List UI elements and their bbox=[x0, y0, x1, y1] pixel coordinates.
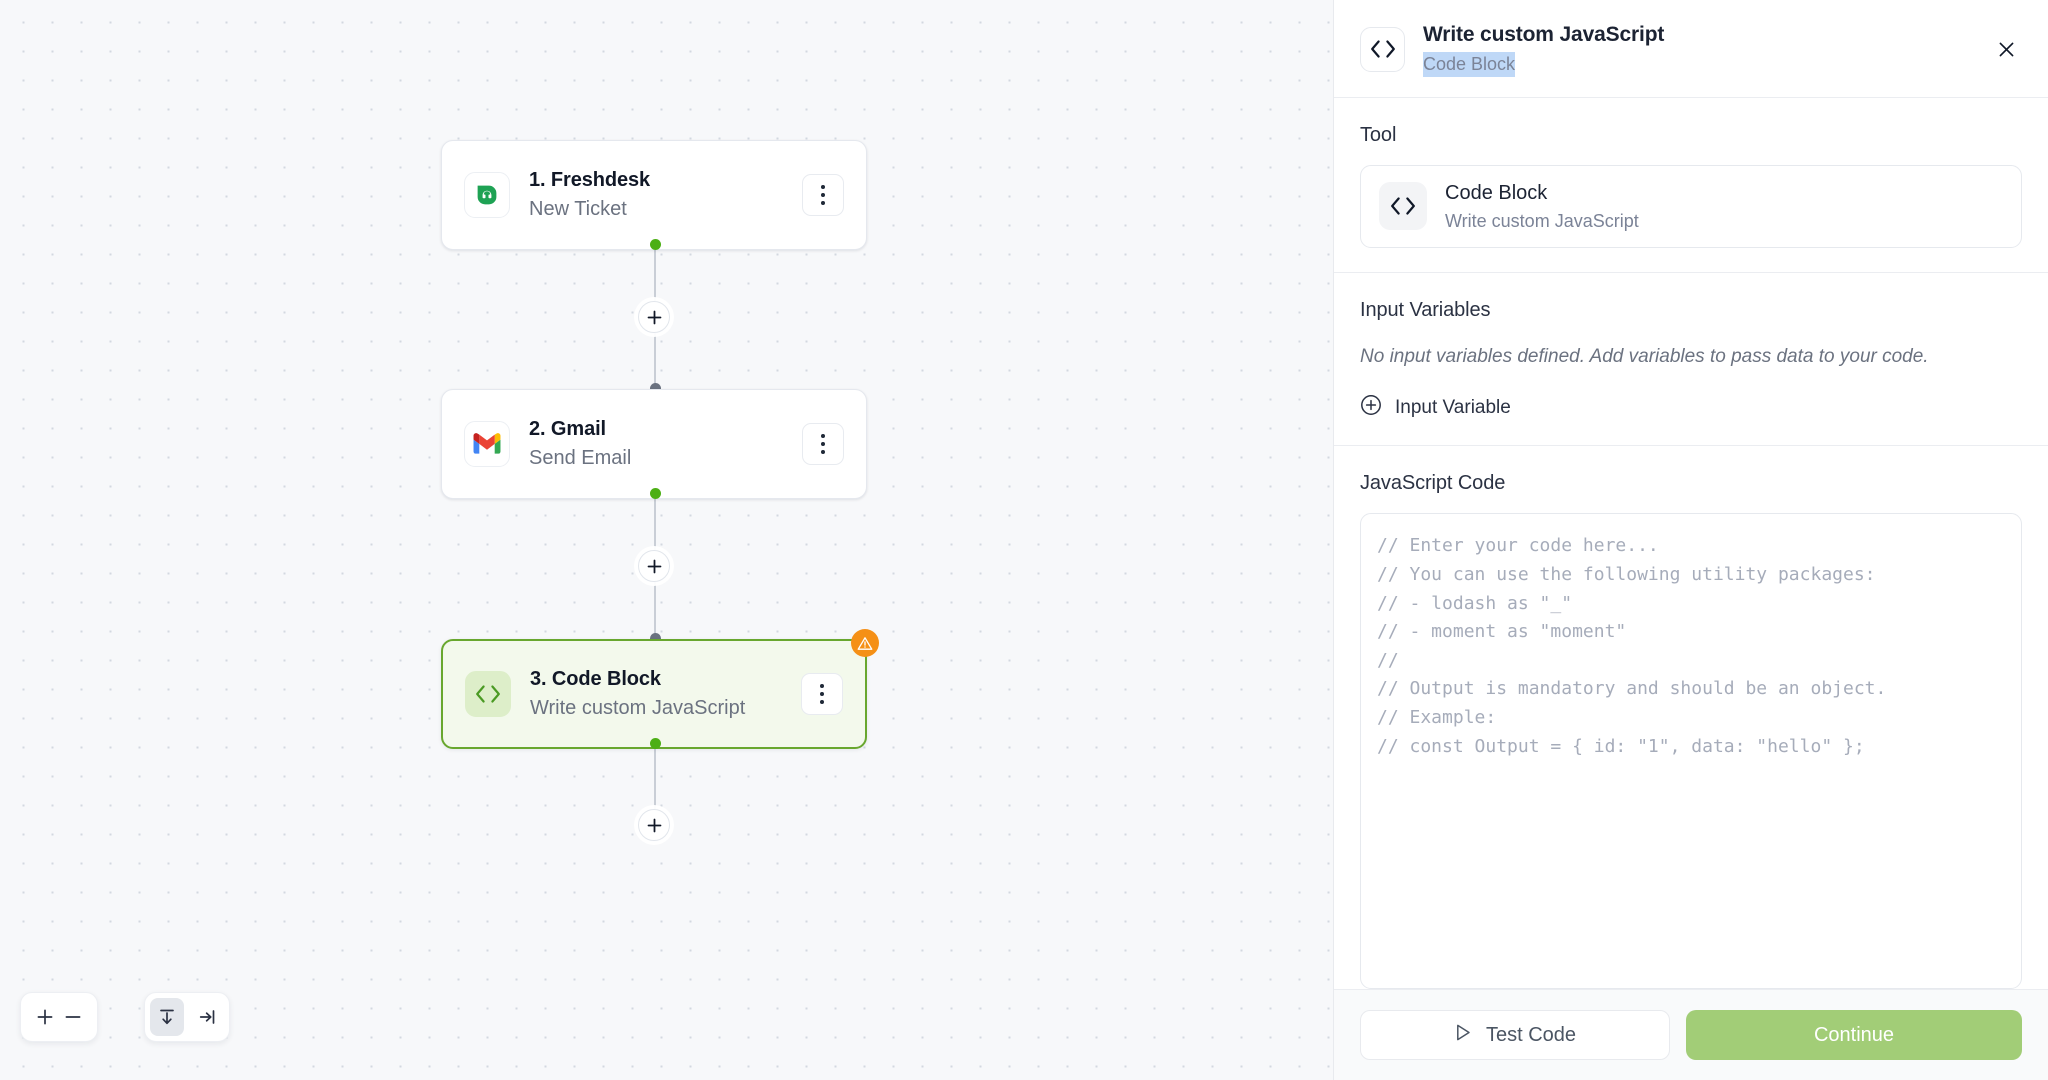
node-subtitle: Write custom JavaScript bbox=[530, 697, 746, 719]
add-step-button-1[interactable] bbox=[638, 301, 670, 333]
arrow-down-to-line-icon[interactable] bbox=[150, 998, 184, 1036]
zoom-in-button[interactable] bbox=[31, 998, 59, 1036]
warning-triangle-icon[interactable] bbox=[851, 629, 879, 657]
layout-toolbar bbox=[144, 992, 230, 1042]
tool-section: Tool Code Block Write custom JavaScript bbox=[1334, 98, 2048, 273]
input-variables-section: Input Variables No input variables defin… bbox=[1334, 273, 2048, 447]
node-title: 1. Freshdesk bbox=[529, 169, 651, 191]
node-config-panel: Write custom JavaScript Code Block Tool … bbox=[1333, 0, 2048, 1080]
connector-line-5 bbox=[654, 743, 656, 810]
kebab-menu-icon[interactable] bbox=[802, 174, 844, 216]
node-title: 3. Code Block bbox=[530, 668, 661, 690]
code-brackets-icon bbox=[1360, 26, 1405, 72]
kebab-menu-icon[interactable] bbox=[802, 423, 844, 465]
connector-line-2 bbox=[654, 333, 656, 389]
node-text-block: 3. Code Block Write custom JavaScript bbox=[530, 667, 801, 721]
tool-card-title: Code Block bbox=[1445, 181, 1548, 204]
code-brackets-icon bbox=[465, 671, 511, 717]
zoom-toolbar bbox=[20, 992, 98, 1042]
connector-line-4 bbox=[654, 582, 656, 639]
panel-footer: Test Code Continue bbox=[1334, 989, 2048, 1080]
node-output-handle-2[interactable] bbox=[649, 488, 661, 499]
workflow-node-code-block[interactable]: 3. Code Block Write custom JavaScript bbox=[441, 639, 867, 749]
javascript-code-label: JavaScript Code bbox=[1360, 472, 1506, 495]
test-code-button[interactable]: Test Code bbox=[1360, 1010, 1670, 1060]
add-input-variable-button[interactable]: Input Variable bbox=[1360, 394, 1511, 421]
arrow-right-to-line-icon[interactable] bbox=[190, 998, 224, 1036]
freshdesk-icon bbox=[464, 172, 510, 218]
add-input-variable-label: Input Variable bbox=[1395, 396, 1511, 418]
node-text-block: 1. Freshdesk New Ticket bbox=[529, 168, 802, 222]
workflow-canvas[interactable]: 1. Freshdesk New Ticket bbox=[0, 0, 1333, 1080]
javascript-code-editor[interactable]: // Enter your code here... // You can us… bbox=[1360, 513, 2022, 989]
play-icon bbox=[1454, 1023, 1472, 1047]
kebab-menu-icon[interactable] bbox=[801, 673, 843, 715]
panel-header: Write custom JavaScript Code Block bbox=[1334, 0, 2048, 98]
node-subtitle: New Ticket bbox=[529, 198, 627, 220]
plus-circle-icon bbox=[1360, 394, 1382, 421]
test-code-label: Test Code bbox=[1485, 1023, 1577, 1046]
close-icon[interactable] bbox=[1990, 33, 2022, 65]
connector-line-1 bbox=[654, 243, 656, 309]
continue-label: Continue bbox=[1813, 1023, 1895, 1046]
panel-header-text: Write custom JavaScript Code Block bbox=[1423, 22, 1990, 77]
node-output-handle-3[interactable] bbox=[649, 738, 661, 749]
tool-card[interactable]: Code Block Write custom JavaScript bbox=[1360, 164, 2022, 248]
node-output-handle-1[interactable] bbox=[649, 239, 661, 250]
workflow-node-gmail[interactable]: 2. Gmail Send Email bbox=[441, 389, 867, 499]
node-subtitle: Send Email bbox=[529, 447, 632, 469]
workflow-node-freshdesk[interactable]: 1. Freshdesk New Ticket bbox=[441, 140, 867, 250]
code-brackets-icon bbox=[1379, 182, 1427, 231]
input-variables-empty-note: No input variables defined. Add variable… bbox=[1360, 345, 1929, 367]
node-input-handle-2[interactable] bbox=[649, 383, 661, 394]
gmail-icon bbox=[464, 421, 510, 467]
page-title: Write custom JavaScript bbox=[1423, 23, 1665, 46]
node-text-block: 2. Gmail Send Email bbox=[529, 417, 802, 471]
continue-button[interactable]: Continue bbox=[1686, 1010, 2022, 1060]
panel-subtitle: Code Block bbox=[1423, 52, 1516, 77]
code-placeholder-text: // Enter your code here... // You can us… bbox=[1377, 535, 1887, 757]
node-input-handle-3[interactable] bbox=[649, 633, 661, 644]
tool-section-label: Tool bbox=[1360, 123, 1397, 146]
connector-line-3 bbox=[654, 492, 656, 558]
javascript-code-section: JavaScript Code // Enter your code here.… bbox=[1334, 446, 2048, 989]
add-step-button-2[interactable] bbox=[638, 550, 670, 582]
input-variables-label: Input Variables bbox=[1360, 298, 1491, 321]
tool-card-text: Code Block Write custom JavaScript bbox=[1445, 180, 1639, 233]
zoom-out-button[interactable] bbox=[59, 998, 87, 1036]
tool-card-subtitle: Write custom JavaScript bbox=[1445, 210, 1639, 231]
node-title: 2. Gmail bbox=[529, 418, 607, 440]
add-step-button-3[interactable] bbox=[638, 809, 670, 841]
